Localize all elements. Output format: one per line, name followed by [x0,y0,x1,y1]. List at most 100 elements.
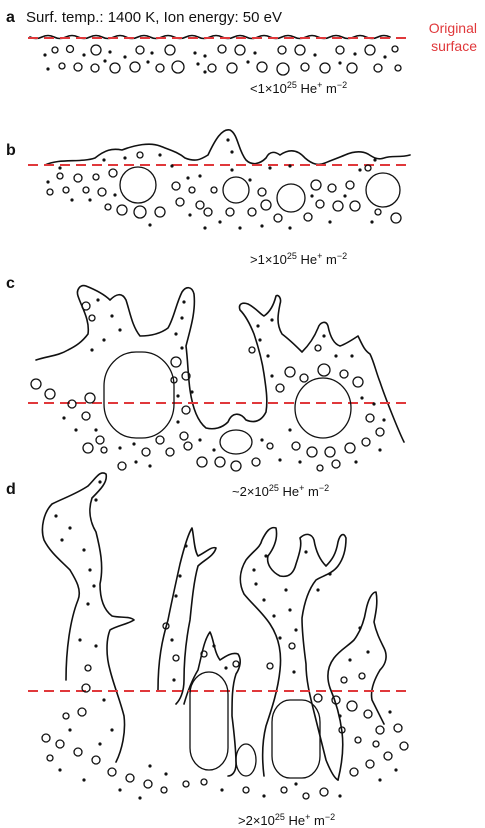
bubble [74,63,82,71]
bubble [340,370,348,378]
bubble [101,447,107,453]
bubble [392,46,398,52]
dots-b [46,138,376,229]
bubble [328,184,336,192]
bubble [336,46,344,54]
bubble [347,63,357,73]
bubble [176,198,184,206]
bubble [126,774,134,782]
bubble [155,207,165,217]
bubble [52,47,58,53]
bubble [108,768,116,776]
bubble [189,187,195,193]
bubble [45,389,55,399]
bubble [359,673,365,679]
bubble [171,357,181,367]
bubble [56,740,64,748]
panel-a: a Surf. temp.: 1400 K, Ion energy: 50 eV… [6,9,477,96]
bubble-large [190,672,228,770]
bubble [347,701,357,711]
bubble [341,677,347,683]
bubble [307,447,317,457]
panel-b: b [6,130,412,267]
bubble [83,443,93,453]
dots-d [54,480,397,799]
panel-b-label: b [6,142,16,159]
bubble [156,64,164,72]
bubble [249,347,255,353]
bubble [243,787,249,793]
bubble [98,188,106,196]
bubble-large [236,744,256,776]
fluence-label-c: ~2×1025 He+ m−2 [232,483,329,499]
bubble-large [223,177,249,203]
bubble [134,206,146,218]
panel-c-label: c [6,275,15,292]
bubble [183,781,189,787]
bubble-large [272,700,320,778]
bubble [281,787,287,793]
bubble [289,643,295,649]
bubble [161,787,167,793]
fluence-label-d: >2×1025 He+ m−2 [238,812,335,828]
bubble [156,436,164,444]
bubble [59,63,65,69]
tendril-outline-5 [328,592,386,780]
bubble [300,374,308,382]
bubble [315,345,321,351]
bubble [261,200,271,210]
bubble [320,63,330,73]
bubble-large [220,430,252,454]
bubble [332,460,340,468]
bubble [301,63,309,71]
bubble [208,64,216,72]
bubble [364,710,372,718]
bubble [350,201,360,211]
bubble [314,694,322,702]
bubble [374,64,382,72]
bubble [93,174,99,180]
bubble [353,377,363,387]
bubble [278,46,286,54]
bubble [144,780,152,788]
bubble [303,793,309,799]
tendril-outline-2 [158,528,216,704]
panel-c: c [6,275,412,499]
bubble [295,45,305,55]
bubble [395,65,401,71]
bubble [276,384,284,392]
panel-d-label: d [6,481,16,498]
bubble [267,443,273,449]
bubble [325,447,335,457]
surface-outline-b [45,130,410,165]
bubble [366,760,374,768]
bubble [109,169,117,177]
bubble [252,458,260,466]
bubble [235,45,245,55]
bubble [215,457,225,467]
bubble [317,465,323,471]
fluence-label-a: <1×1025 He+ m−2 [250,80,347,96]
bubble [117,205,127,215]
bubble [92,756,100,764]
bubble [373,741,379,747]
bubble [31,379,41,389]
bubble [136,46,144,54]
bubble [57,173,63,179]
bubble-large [366,173,400,207]
bubble [118,462,126,470]
bubble [196,201,204,209]
bubble [47,755,53,761]
fluence-label-b: >1×1025 He+ m−2 [250,251,347,267]
bubble [384,752,392,760]
panel-d: d [6,473,412,828]
bubble [78,708,86,716]
bubble [74,748,82,756]
bubble [231,461,241,471]
bubble [218,45,226,53]
bubble [173,655,179,661]
bubble [211,187,217,193]
bubble [180,432,188,440]
bubble [258,188,266,196]
